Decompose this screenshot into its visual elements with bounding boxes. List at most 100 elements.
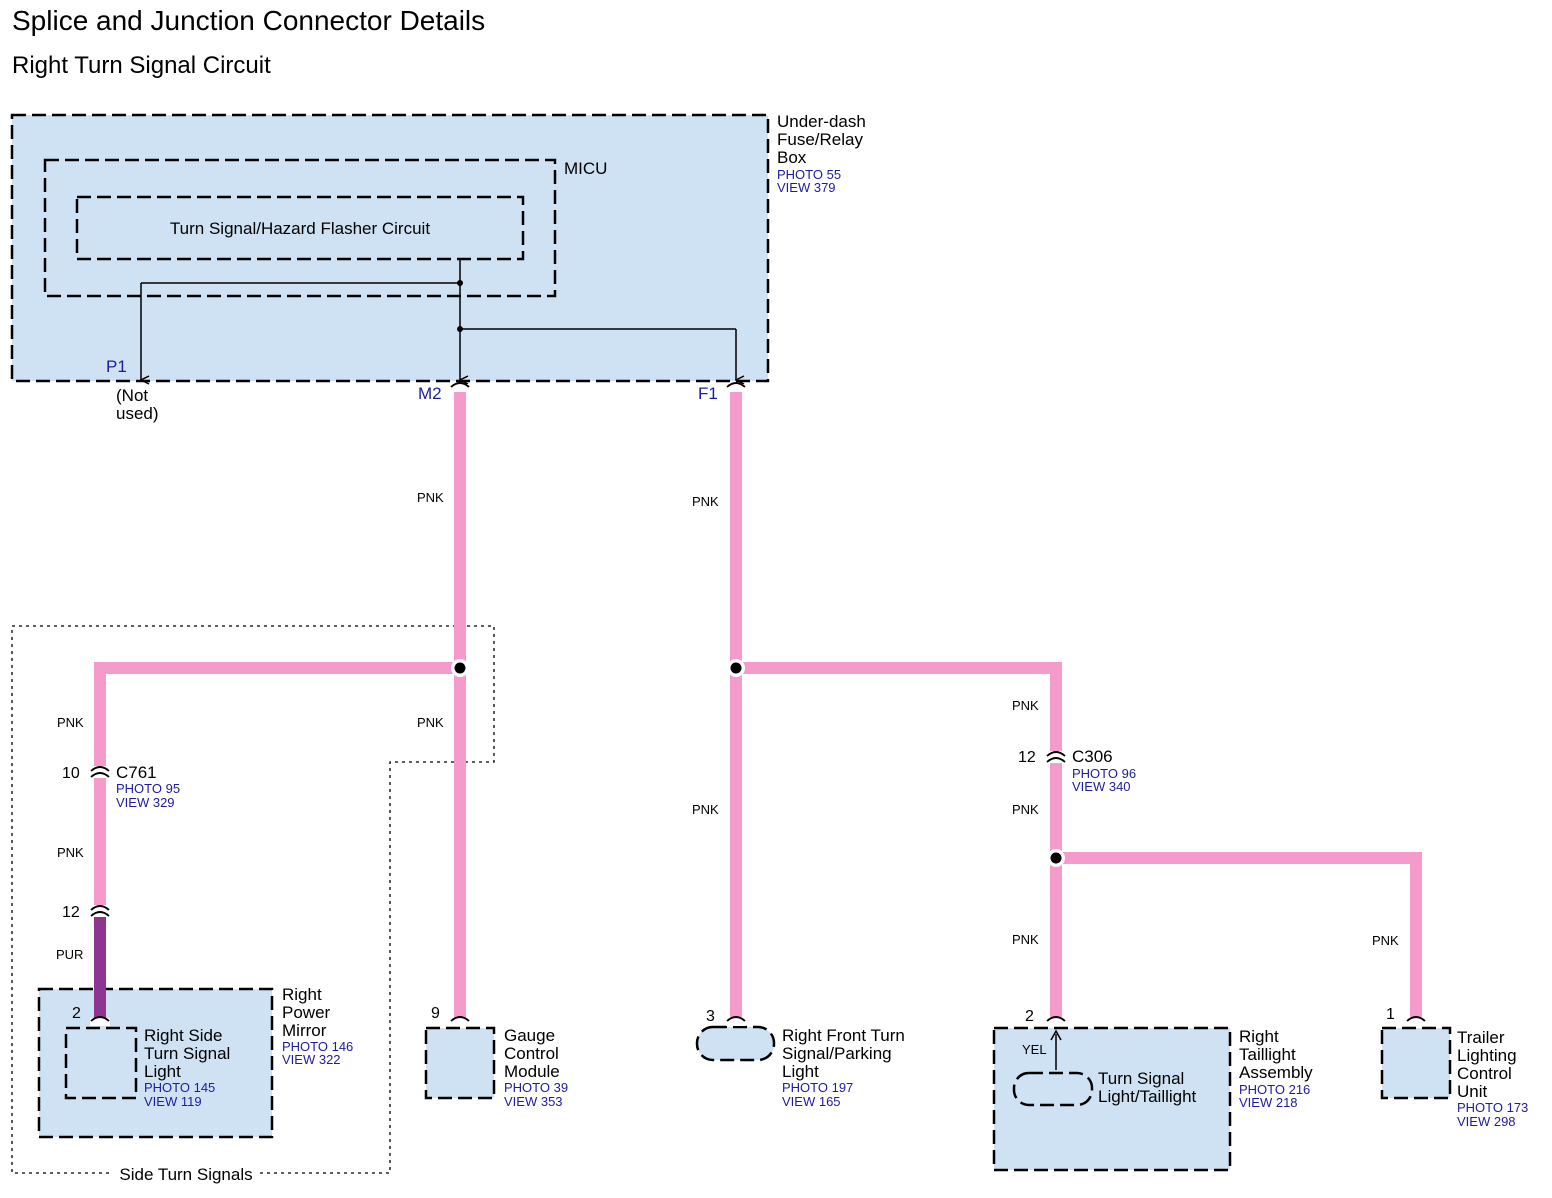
terminal-f1-label: F1 (698, 384, 718, 403)
taillight-pin: 2 (1025, 1008, 1034, 1025)
fuse-box-photo-ref: PHOTO 55 (777, 167, 841, 182)
trailer-name-line: Unit (1457, 1082, 1488, 1101)
flasher-circuit-box (75, 195, 525, 261)
micu-label: MICU (564, 159, 607, 178)
mirror-name-line: Power (282, 1003, 331, 1022)
gauge-pin: 9 (431, 1005, 440, 1022)
gauge-control-module-box (424, 1026, 496, 1100)
c761-photo-ref: PHOTO 95 (116, 781, 180, 796)
internal-circuit-lines (141, 259, 736, 380)
wire-color-label: PNK (1012, 932, 1039, 947)
front-light-name-line: Light (782, 1062, 819, 1081)
c306-name: C306 (1072, 747, 1113, 766)
right-front-turn-light-bulb (695, 1025, 776, 1062)
trailer-terminal-icon (1406, 1016, 1426, 1026)
yel-arrow-icon (1050, 1029, 1062, 1041)
wire-layer (94, 386, 1422, 1026)
mirror-view-ref: VIEW 322 (282, 1052, 341, 1067)
taillight-name-line: Taillight (1239, 1045, 1296, 1064)
trailer-name-line: Trailer (1457, 1028, 1505, 1047)
c306-pin: 12 (1018, 749, 1036, 766)
wire-color-label: PNK (1012, 698, 1039, 713)
c306-photo-ref: PHOTO 96 (1072, 766, 1136, 781)
not-used-label: used) (116, 404, 159, 423)
fuse-box-view-ref: VIEW 379 (777, 180, 836, 195)
c761-connector-icon (90, 766, 110, 778)
splice-f1-center (730, 662, 742, 674)
front-light-photo-ref: PHOTO 197 (782, 1080, 853, 1095)
taillight-bulb (1012, 1071, 1094, 1107)
gauge-photo-ref: PHOTO 39 (504, 1080, 568, 1095)
flasher-circuit-label: Turn Signal/Hazard Flasher Circuit (170, 219, 430, 238)
side-turn-signals-label: Side Turn Signals (119, 1165, 252, 1184)
fuse-box-name-line: Box (777, 148, 807, 167)
f1-terminal-icon (726, 382, 746, 392)
splice-m2-center (454, 662, 466, 674)
wire-color-label: PNK (692, 494, 719, 509)
internal-splice (457, 280, 463, 286)
m2-terminal-icon (450, 382, 470, 392)
not-used-label: (Not (116, 386, 148, 405)
front-light-name-line: Right Front Turn (782, 1026, 905, 1045)
mirror-name-line: Right (282, 985, 322, 1004)
gauge-name-line: Module (504, 1062, 560, 1081)
mirror-terminal-icon (90, 1016, 110, 1026)
trailer-name-line: Lighting (1457, 1046, 1517, 1065)
side-turn-signals-group (11, 625, 495, 1174)
side-light-name-line: Light (144, 1062, 181, 1081)
wire-color-label: PNK (57, 715, 84, 730)
side-light-name-line: Turn Signal (144, 1044, 230, 1063)
c761-connector-icon (90, 905, 110, 917)
gauge-terminal-icon (450, 1016, 470, 1026)
wire-color-label: PNK (417, 715, 444, 730)
gauge-name-line: Control (504, 1044, 559, 1063)
wire-color-label: PNK (1372, 933, 1399, 948)
taillight-name-line: Right (1239, 1027, 1279, 1046)
c306-view-ref: VIEW 340 (1072, 779, 1131, 794)
trailer-view-ref: VIEW 298 (1457, 1114, 1516, 1129)
taillight-view-ref: VIEW 218 (1239, 1095, 1298, 1110)
wire-color-label: PNK (692, 802, 719, 817)
splice-c306-center (1050, 852, 1062, 864)
taillight-name-line: Assembly (1239, 1063, 1313, 1082)
wire-color-label: PNK (1012, 802, 1039, 817)
page-subtitle: Right Turn Signal Circuit (12, 52, 271, 79)
c306-connector-icon (1046, 751, 1066, 763)
micu-box (43, 158, 557, 298)
terminal-p1-label: P1 (106, 357, 127, 376)
group-label-mask (112, 1167, 260, 1185)
trailer-photo-ref: PHOTO 173 (1457, 1100, 1528, 1115)
side-light-view-ref: VIEW 119 (144, 1094, 202, 1109)
page-title: Splice and Junction Connector Details (12, 5, 485, 36)
right-side-turn-signal-light-box (64, 1026, 138, 1100)
taillight-terminal-icon (1046, 1016, 1066, 1026)
mirror-name-line: Mirror (282, 1021, 327, 1040)
fuse-box-name-line: Under-dash (777, 112, 866, 131)
front-light-view-ref: VIEW 165 (782, 1094, 841, 1109)
internal-splice (457, 326, 463, 332)
side-light-photo-ref: PHOTO 145 (144, 1080, 215, 1095)
mirror-photo-ref: PHOTO 146 (282, 1039, 353, 1054)
trailer-lighting-control-unit-box (1380, 1026, 1452, 1100)
trailer-name-line: Control (1457, 1064, 1512, 1083)
c761-pin-top: 10 (62, 765, 80, 782)
c761-pin-bottom: 12 (62, 904, 80, 921)
wire-color-label: PNK (57, 845, 84, 860)
trailer-pin: 1 (1386, 1006, 1395, 1023)
fuse-box-name-line: Fuse/Relay (777, 130, 863, 149)
gauge-name-line: Gauge (504, 1026, 555, 1045)
symbol-layer (90, 382, 1426, 1026)
c761-view-ref: VIEW 329 (116, 795, 175, 810)
side-light-name-line: Right Side (144, 1026, 222, 1045)
fuse-relay-box (10, 113, 770, 383)
front-light-terminal-icon (726, 1016, 746, 1026)
front-light-pin: 3 (706, 1008, 715, 1025)
front-light-name-line: Signal/Parking (782, 1044, 892, 1063)
taillight-photo-ref: PHOTO 216 (1239, 1082, 1310, 1097)
taillight-inner-line: Light/Taillight (1098, 1087, 1197, 1106)
wire-color-label: PNK (417, 490, 444, 505)
taillight-inner-line: Turn Signal (1098, 1069, 1184, 1088)
right-taillight-assembly-box (992, 1026, 1232, 1172)
wire-color-label: YEL (1022, 1042, 1047, 1057)
